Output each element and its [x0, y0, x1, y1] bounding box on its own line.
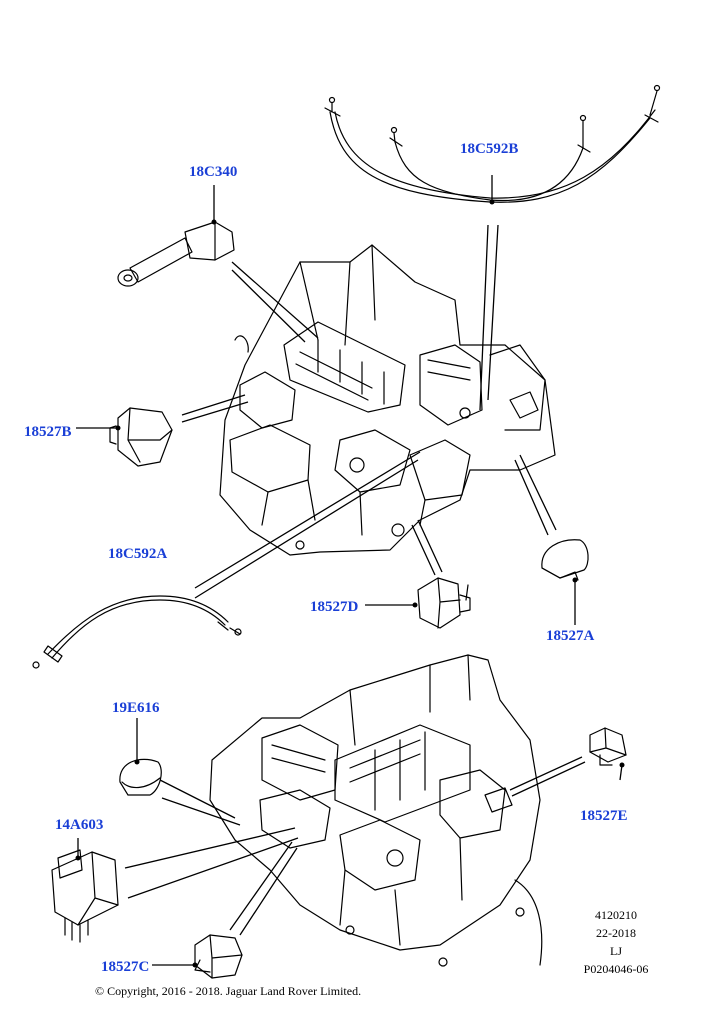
- actuator-18527C: [194, 934, 243, 979]
- copyright-notice: © Copyright, 2016 - 2018. Jaguar Land Ro…: [95, 984, 362, 998]
- label-19E616[interactable]: 19E616: [112, 700, 160, 716]
- diagram-ref-number: 4120210: [595, 908, 637, 922]
- label-18527C[interactable]: 18527C: [101, 959, 150, 975]
- leader-lines: [76, 175, 623, 966]
- diagram-date: 22-2018: [596, 926, 636, 940]
- label-18C340[interactable]: 18C340: [189, 164, 238, 180]
- label-18527D[interactable]: 18527D: [310, 599, 359, 615]
- label-14A603[interactable]: 14A603: [55, 817, 104, 833]
- control-module-14A603: [51, 849, 119, 943]
- hvac-assembly-lower: [209, 654, 543, 967]
- label-18527B[interactable]: 18527B: [24, 424, 72, 440]
- illustration-number: P0204046-06: [583, 962, 649, 976]
- label-18527A[interactable]: 18527A: [546, 628, 595, 644]
- diagram-code: LJ: [610, 944, 622, 958]
- label-18C592B[interactable]: 18C592B: [460, 141, 519, 157]
- sensor-19E616: [119, 758, 162, 796]
- control-cable-18C592B: [324, 84, 661, 203]
- actuator-18527E: [589, 727, 627, 766]
- label-18527E[interactable]: 18527E: [580, 808, 628, 824]
- leader-dots: [75, 199, 625, 968]
- temperature-sensor-18C340: [117, 221, 235, 287]
- hvac-assembly-upper: [219, 244, 556, 556]
- control-cable-18C592A: [32, 595, 242, 669]
- actuator-18527B: [109, 407, 173, 467]
- actuator-18527D: [417, 577, 471, 629]
- actuator-18527A: [541, 539, 589, 581]
- label-18C592A[interactable]: 18C592A: [108, 546, 168, 562]
